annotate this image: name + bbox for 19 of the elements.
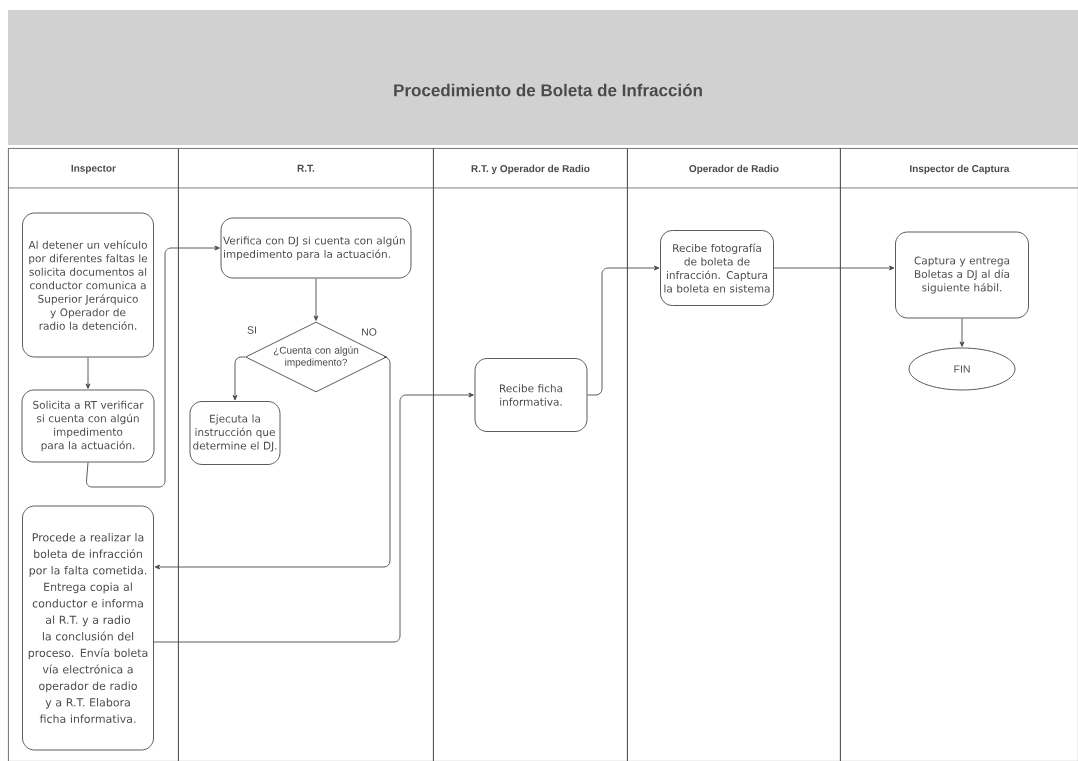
arrow (313, 278, 319, 321)
edge-label: SI (246, 325, 258, 335)
process-box: Recibe fotografía de boleta de infracción. Captura la boleta en sistema (660, 230, 774, 306)
process-box: Solicita a RT verificar si cuenta con algún impedimento para la actuación. (21, 389, 155, 463)
process-box: Captura y entrega Boletas a DJ al día siguiente hábil. (895, 231, 1029, 319)
arrow (959, 318, 965, 347)
arrow (587, 265, 660, 396)
arrow (154, 356, 391, 570)
arrow (86, 245, 220, 488)
process-box: Recibe ficha informativa. (474, 358, 588, 432)
edge-label: NO (360, 327, 378, 337)
process-box: Ejecuta la instrucción que determine el DJ. (189, 401, 281, 465)
title-band: Procedimiento de Boleta de Infracción (8, 10, 1078, 145)
process-box: Verifica con DJ si cuenta con algún impedimento para la actuación. (220, 217, 412, 279)
arrow (153, 392, 474, 643)
process-box: Al detener un vehículo por diferentes faltas le solicita documentos al conductor comunica a Superior Jerárquico y Operador de radio la detención. (22, 212, 154, 358)
arrow (85, 357, 91, 389)
process-box: Procede a realizar la boleta de infracción por la falta cometida. Entrega copia al conductor e informa al R.T. y a radio la conclusión del proceso. Envía boleta vía electrónica a operador de radio y a R.T. Elabora ficha informativa. (22, 505, 154, 751)
arrow (773, 265, 895, 271)
